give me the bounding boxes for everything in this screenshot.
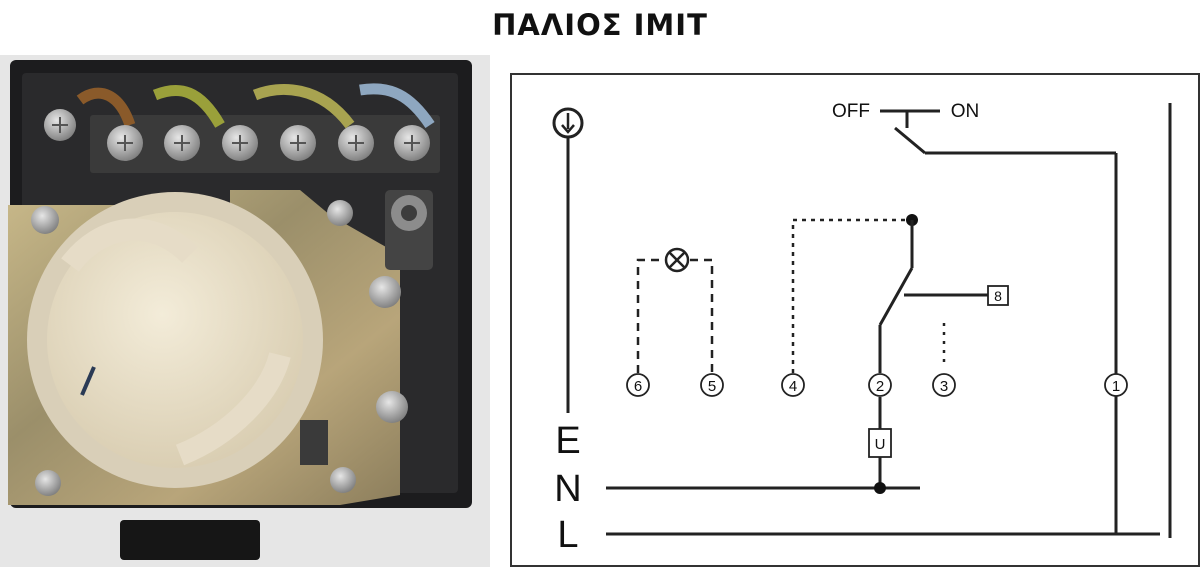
- dial-pointer: [80, 366, 96, 396]
- terminal-3: 3: [932, 373, 956, 397]
- lamp-icon: [664, 247, 690, 273]
- terminal-6: 6: [626, 373, 650, 397]
- brown-wire: [76, 87, 136, 127]
- green-yellow-wire: [152, 84, 225, 128]
- rail-label-line: L: [557, 514, 578, 556]
- switch-on-label: ON: [951, 101, 980, 122]
- box-u-label: U: [875, 436, 886, 453]
- wiring-diagram: E N L OFF ON 8 U 6: [510, 73, 1200, 567]
- rail-label-neutral: N: [554, 468, 581, 510]
- blue-wire: [359, 83, 435, 129]
- terminal-2: 2: [868, 373, 892, 397]
- box-8: [987, 285, 1009, 306]
- switch-off-label: OFF: [832, 101, 870, 122]
- diagram-border: [510, 73, 1200, 567]
- box-8-label: 8: [994, 288, 1002, 304]
- bottom-knob: [120, 520, 260, 560]
- svg-text:3: 3: [940, 378, 948, 395]
- junction-dot-neutral: [874, 482, 886, 494]
- page-title: ΠΑΛΙΟΣ ΙΜΙΤ: [492, 8, 708, 42]
- svg-text:6: 6: [634, 378, 642, 395]
- lamp-circuit: [636, 258, 714, 373]
- terminal-1: 1: [1104, 373, 1128, 397]
- terminal-screws: [44, 109, 430, 161]
- svg-text:5: 5: [708, 378, 716, 395]
- earth-symbol-icon: [552, 107, 584, 139]
- svg-text:2: 2: [876, 378, 884, 395]
- terminal-4: 4: [781, 373, 805, 397]
- terminal-5: 5: [700, 373, 724, 397]
- thermostat-photo: [0, 55, 490, 567]
- svg-text:4: 4: [789, 378, 797, 395]
- contact-arm: [878, 267, 914, 326]
- green-yellow-wire-2: [252, 84, 355, 129]
- on-off-switch-icon: [880, 109, 1118, 534]
- dotted-wire-4: [791, 218, 908, 373]
- rail-label-earth: E: [555, 420, 580, 462]
- plate-screws: [31, 200, 408, 496]
- svg-text:1: 1: [1112, 378, 1120, 395]
